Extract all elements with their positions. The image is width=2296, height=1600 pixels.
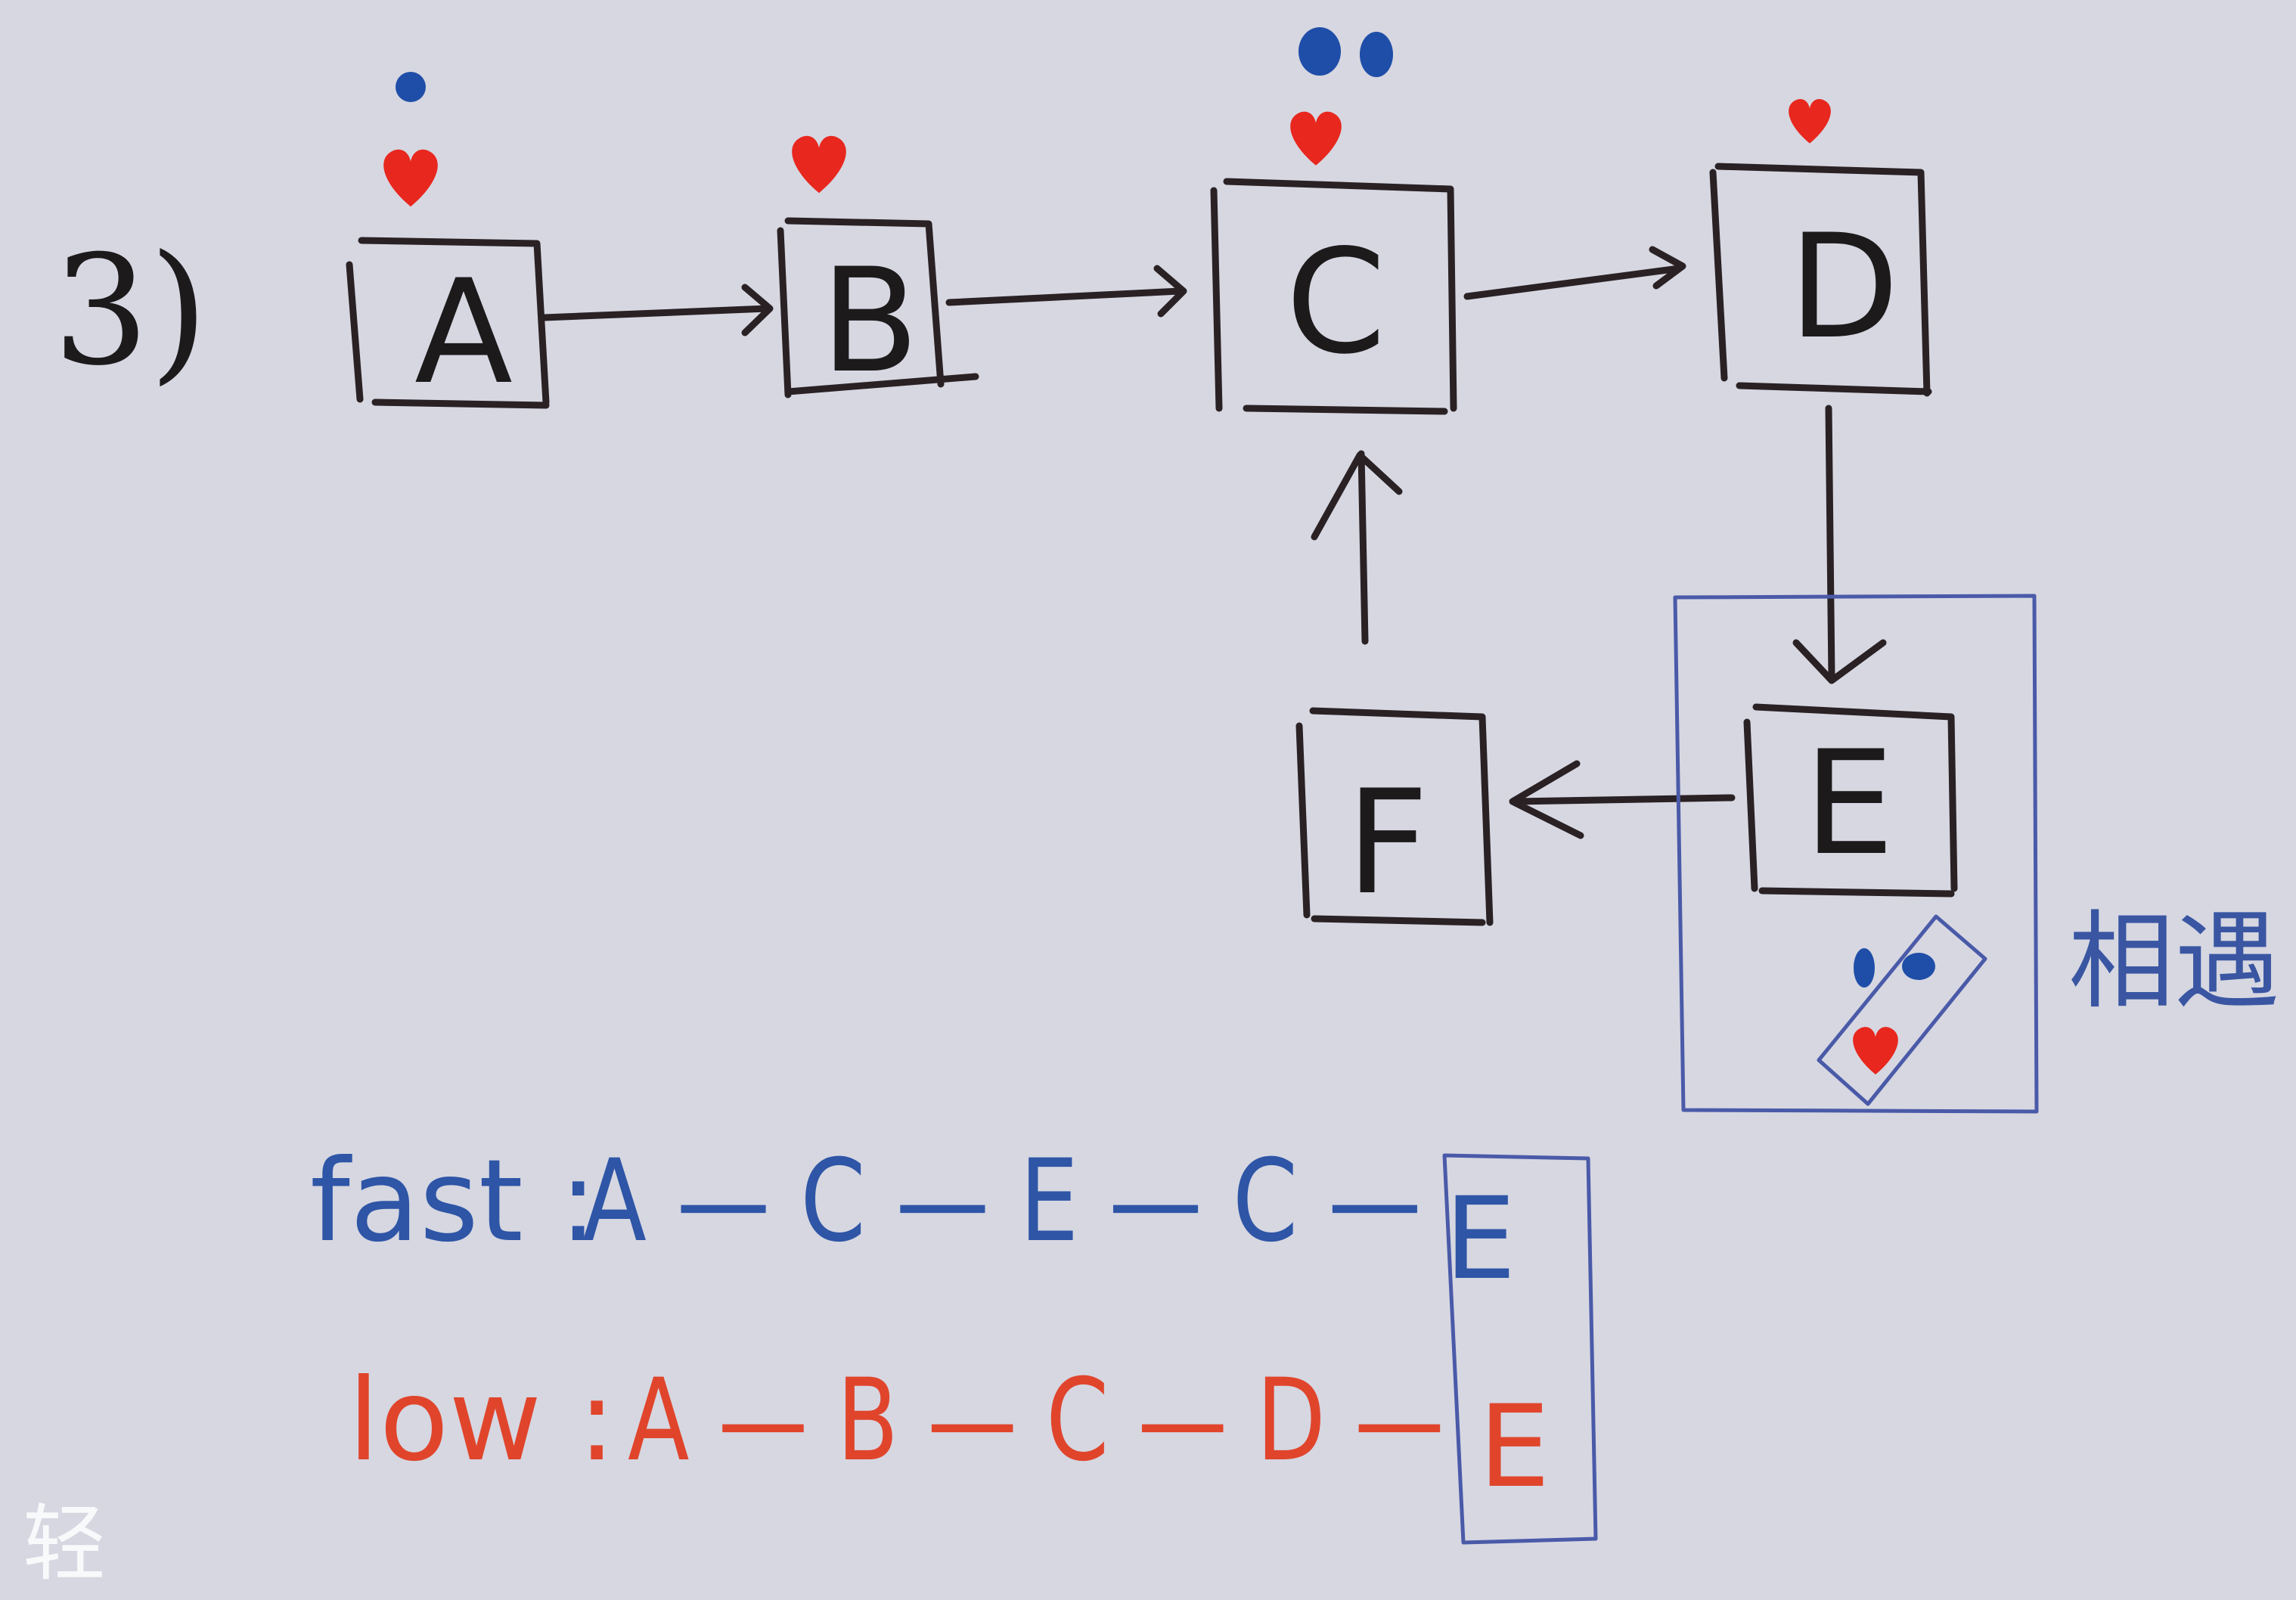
final-meeting-box [1442,1153,1598,1545]
node-e-label: E [1804,720,1894,887]
meeting-marker-group [1817,914,1987,1106]
edge-f-to-c [1311,450,1403,645]
slow-trace-label: low : [348,1355,616,1487]
edge-d-to-e [1792,405,1887,684]
fast-trace: fast : A — C — E — C — E [310,1136,1516,1305]
meeting-frame: 相遇 [1673,594,2280,1114]
node-d-label: D [1789,203,1899,371]
watermark-text: 轻 [23,1496,106,1592]
edge-c-to-d [1463,246,1686,300]
edge-a-to-b [541,284,774,336]
node-a-label: A [414,249,513,416]
node-b-label: B [821,237,919,405]
blue-dot-icon [1298,27,1341,76]
blue-dot-icon [1360,32,1393,77]
fast-trace-path: A — C — E — C — [582,1136,1422,1267]
node-d: D [1709,163,1932,397]
node-e: E [1743,703,1958,898]
node-c: C [1210,178,1457,415]
node-a: A [346,237,550,416]
blue-dot-icon [396,72,426,102]
blue-dot-icon [1854,948,1875,988]
slow-trace-end: E [1478,1381,1550,1513]
blue-dot-icon [1902,953,1935,980]
meeting-label: 相遇 [2068,901,2280,1024]
node-b: B [777,217,979,405]
node-f-label: F [1346,759,1429,926]
section-label: 3) [53,223,208,399]
edge-b-to-c [945,265,1187,318]
edge-e-to-f [1509,760,1736,839]
node-c-label: C [1286,219,1386,386]
node-f: F [1295,707,1494,926]
slow-trace: low : A — B — C — D — E [348,1355,1550,1513]
fast-pointer-markers [396,27,1393,102]
slow-trace-path: A — B — C — D — [628,1355,1444,1487]
fast-trace-end: E [1444,1174,1516,1305]
fast-trace-label: fast : [310,1136,597,1267]
watermark: 轻 [23,1496,106,1592]
